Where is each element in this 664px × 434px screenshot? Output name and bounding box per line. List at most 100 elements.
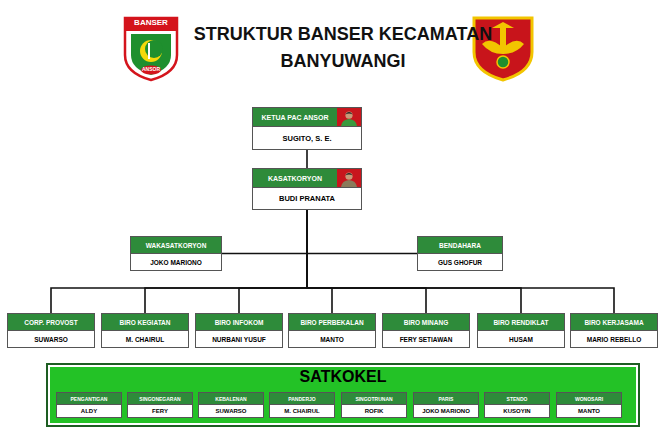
- position-box: KEBALENAN SUWARSO: [198, 392, 264, 418]
- position-title: BIRO KERJASAMA: [584, 319, 643, 326]
- position-title: PARIS: [439, 396, 454, 402]
- band-title: SATKOKEL: [48, 368, 638, 386]
- person-name: SUWARSO: [34, 336, 68, 343]
- connector: [307, 210, 521, 313]
- person-name: MARIO REBELLO: [587, 336, 642, 343]
- person-name: JOKO MARIONO: [150, 259, 202, 266]
- name-cell: MARIO REBELLO: [571, 331, 657, 347]
- position-box: WAKASATKORYON JOKO MARIONO: [130, 236, 222, 271]
- connector: [51, 210, 307, 313]
- connector: [307, 210, 426, 313]
- position-box: BIRO KERJASAMA MARIO REBELLO: [570, 313, 658, 348]
- person-name: MANTO: [320, 336, 344, 343]
- position-box: CORP. PROVOST SUWARSO: [7, 313, 95, 348]
- name-cell: MANTO: [557, 405, 621, 417]
- position-title: BENDAHARA: [439, 242, 481, 249]
- name-cell: ALDY: [57, 405, 121, 417]
- person-name: KUSOYIN: [503, 408, 530, 414]
- position-header: PANDERJO: [270, 393, 334, 405]
- position-header: BIRO MINANG: [383, 314, 469, 331]
- satkokel-band: SATKOKEL PENGANTIGAN ALDY SINGONEGARAN FERY K…: [46, 363, 640, 427]
- position-header: BENDAHARA: [418, 237, 502, 254]
- name-cell: NURBANI YUSUF: [196, 331, 282, 347]
- position-box: BIRO PERBEKALAN MANTO: [288, 313, 376, 348]
- position-box: BIRO INFOKOM NURBANI YUSUF: [195, 313, 283, 348]
- position-title: KETUA PAC ANSOR: [261, 114, 328, 121]
- position-header: BIRO PERBEKALAN: [289, 314, 375, 331]
- person-name: MANTO: [578, 408, 600, 414]
- person-name: HUSAM: [509, 336, 533, 343]
- position-box: KETUA PAC ANSOR SUGITO, S. E.: [252, 107, 362, 150]
- person-name: M. CHAIRUL: [126, 336, 164, 343]
- name-cell: KUSOYIN: [485, 405, 549, 417]
- name-cell: BUDI PRANATA: [253, 188, 361, 209]
- name-cell: HUSAM: [478, 331, 564, 347]
- connector: [307, 210, 417, 254]
- connector: [222, 210, 307, 254]
- position-header: BIRO RENDIKLAT: [478, 314, 564, 331]
- name-cell: GUS GHOFUR: [418, 254, 502, 270]
- position-box: BENDAHARA GUS GHOFUR: [417, 236, 503, 271]
- position-title: PANDERJO: [288, 396, 315, 402]
- position-title: SINGOTRUNAN: [355, 396, 392, 402]
- position-header: BIRO INFOKOM: [196, 314, 282, 331]
- name-cell: SUWARSO: [199, 405, 263, 417]
- name-cell: JOKO MARIONO: [131, 254, 221, 270]
- position-box: STENDO KUSOYIN: [484, 392, 550, 418]
- name-cell: JOKO MARIONO: [414, 405, 478, 417]
- name-cell: FERY: [128, 405, 192, 417]
- position-header: SINGOTRUNAN: [342, 393, 406, 405]
- position-box: BIRO RENDIKLAT HUSAM: [477, 313, 565, 348]
- position-title: BIRO INFOKOM: [215, 319, 264, 326]
- person-name: M. CHAIRUL: [284, 408, 319, 414]
- chart-title: STRUKTUR BANSER KECAMATAN BANYUWANGI: [193, 21, 493, 75]
- position-title: KASATKORYON: [268, 175, 322, 182]
- position-header: PARIS: [414, 393, 478, 405]
- position-header: KEBALENAN: [199, 393, 263, 405]
- name-cell: FERY SETIAWAN: [383, 331, 469, 347]
- connector: [145, 210, 307, 313]
- person-name: SUWARSO: [215, 408, 246, 414]
- person-name: ROFIK: [365, 408, 384, 414]
- person-name: FERY: [152, 408, 168, 414]
- position-box: PENGANTIGAN ALDY: [56, 392, 122, 418]
- connector: [239, 210, 307, 313]
- position-box: PARIS JOKO MARIONO: [413, 392, 479, 418]
- name-cell: SUWARSO: [8, 331, 94, 347]
- position-box: SINGOTRUNAN ROFIK: [341, 392, 407, 418]
- position-header: BIRO KEGIATAN: [102, 314, 188, 331]
- position-title: BIRO PERBEKALAN: [300, 319, 363, 326]
- name-cell: ROFIK: [342, 405, 406, 417]
- connector: [307, 210, 332, 313]
- connector: [307, 210, 614, 313]
- position-header: WAKASATKORYON: [131, 237, 221, 254]
- position-header: CORP. PROVOST: [8, 314, 94, 331]
- position-box: PANDERJO M. CHAIRUL: [269, 392, 335, 418]
- position-header: PENGANTIGAN: [57, 393, 121, 405]
- name-cell: M. CHAIRUL: [102, 331, 188, 347]
- name-cell: SUGITO, S. E.: [253, 127, 361, 149]
- position-title: BIRO RENDIKLAT: [493, 319, 548, 326]
- position-title: CORP. PROVOST: [24, 319, 77, 326]
- position-header: WONOSARI: [557, 393, 621, 405]
- person-name: ALDY: [81, 408, 97, 414]
- position-box: KASATKORYON BUDI PRANATA: [252, 168, 362, 210]
- position-box: SINGONEGARAN FERY: [127, 392, 193, 418]
- position-box: WONOSARI MANTO: [556, 392, 622, 418]
- logo-text: ANSOR: [122, 66, 180, 73]
- position-title: WAKASATKORYON: [146, 242, 207, 249]
- person-name: SUGITO, S. E.: [282, 134, 331, 143]
- connector: [306, 150, 308, 168]
- person-name: FERY SETIAWAN: [400, 336, 453, 343]
- position-title: SINGONEGARAN: [139, 396, 180, 402]
- position-header: KASATKORYON: [253, 169, 361, 188]
- position-title: PENGANTIGAN: [71, 396, 108, 402]
- name-cell: MANTO: [289, 331, 375, 347]
- position-header: KETUA PAC ANSOR: [253, 108, 361, 127]
- portrait-photo: [337, 108, 361, 126]
- logo-text: BANSER: [122, 18, 180, 28]
- person-name: JOKO MARIONO: [422, 408, 470, 414]
- name-cell: M. CHAIRUL: [270, 405, 334, 417]
- position-header: STENDO: [485, 393, 549, 405]
- person-name: GUS GHOFUR: [438, 259, 482, 266]
